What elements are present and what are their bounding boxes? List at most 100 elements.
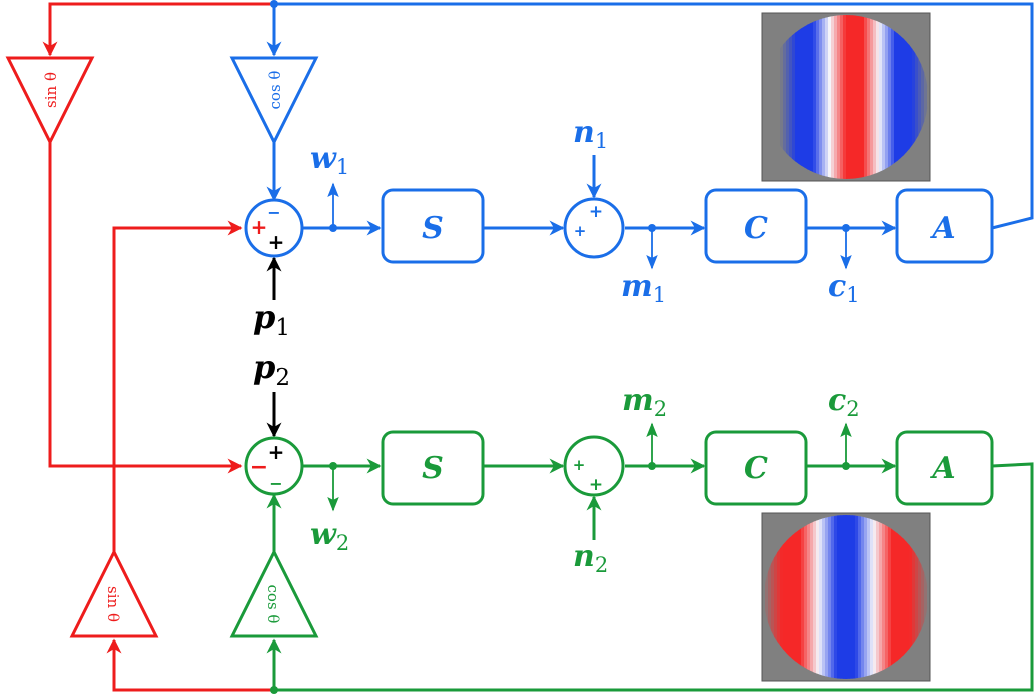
grating-stripe (810, 515, 814, 679)
grating-stripe (909, 515, 913, 679)
m2-base: m (622, 383, 654, 418)
grating-stripe (777, 515, 781, 679)
grating-stripe (764, 515, 766, 679)
signal-p2-label: p2 (253, 348, 290, 391)
grating-stripe (764, 15, 766, 179)
top-a-label: A (929, 211, 955, 246)
c2-sub: 2 (846, 397, 859, 421)
grating-stripe (897, 15, 901, 179)
grating-stripe (792, 515, 796, 679)
grating-stripe (900, 15, 904, 179)
grating-stripe (912, 15, 916, 179)
grating-stripe (816, 15, 820, 179)
signal-c1-label: c1 (828, 269, 860, 307)
bottom-c-block: C (704, 430, 808, 506)
signal-w1-label: w1 (310, 141, 349, 179)
grating-stripe (831, 515, 835, 679)
gain-label-sin-bottom: sin θ (104, 586, 122, 622)
grating-stripe (858, 515, 862, 679)
w1-sub: 1 (336, 155, 349, 179)
top-noise-plus2-sign: + (589, 202, 603, 222)
grating-stripe (888, 15, 892, 179)
grating-stripe (924, 15, 928, 179)
bottom-a-label: A (929, 451, 955, 486)
p2-base: p (253, 348, 275, 386)
n1-sub: 1 (595, 129, 608, 153)
grating-stripe (870, 15, 874, 179)
bottom-noise-plus1-sign: + (573, 456, 586, 474)
node-w1 (329, 224, 337, 232)
top-summing-junction: − + + (244, 198, 304, 258)
grating-stripe (873, 515, 877, 679)
gain-cos-bottom: cos θ (229, 548, 319, 638)
grating-stripe (855, 15, 859, 179)
grating-stripe (780, 515, 784, 679)
p1-sub: 1 (275, 315, 290, 341)
bottom-c-label: C (744, 451, 768, 486)
grating-stripe (861, 15, 865, 179)
top-s-block: S (381, 188, 485, 264)
bottom-noise-circle (563, 435, 625, 497)
grating-stripe (768, 15, 772, 179)
gain-triangle-sin-bottom (69, 548, 159, 638)
grating-stripe (831, 15, 835, 179)
bottom-noise-junction: + + (563, 435, 625, 497)
top-sum-circle (244, 198, 304, 258)
wire-bottom-feedback-to-sin (106, 638, 274, 692)
grating-stripe (897, 515, 901, 679)
blue-taps (327, 182, 852, 270)
grating-stripe (909, 15, 913, 179)
bottom-sum-minus-red-sign: − (250, 455, 268, 480)
grating-stripe (789, 15, 793, 179)
grating-stripe (801, 15, 805, 179)
grating-stripe (846, 515, 850, 679)
top-a-box (895, 188, 994, 264)
grating-stripe (843, 515, 847, 679)
node-c1 (842, 224, 850, 232)
node-m2 (648, 462, 656, 470)
grating-stripe (849, 515, 853, 679)
grating-stripe (777, 15, 781, 179)
grating-stripe (810, 15, 814, 179)
signal-m1-label: m1 (621, 269, 666, 307)
grating-stripe (792, 15, 796, 179)
grating-stripe (918, 515, 922, 679)
bottom-grating-image (761, 512, 931, 682)
grating-stripe (804, 515, 808, 679)
grating-stripe (927, 515, 928, 679)
top-s-label: S (422, 211, 444, 246)
grating-stripe (807, 15, 811, 179)
grating-stripe (813, 15, 817, 179)
grating-stripe (879, 15, 883, 179)
top-c-block: C (704, 188, 808, 264)
signal-w2-label: w2 (310, 517, 349, 555)
top-sum-minus-sign: − (267, 203, 280, 222)
grating-stripe (855, 515, 859, 679)
grating-stripe (915, 15, 919, 179)
bottom-c-box (704, 430, 808, 506)
grating-stripe (798, 515, 802, 679)
node-m1 (648, 224, 656, 232)
grating-stripe (768, 515, 772, 679)
grating-stripe (825, 515, 829, 679)
gain-triangle-cos-top (229, 56, 319, 146)
grating-stripe (918, 15, 922, 179)
red-wires (42, 2, 274, 692)
bottom-s-label: S (422, 451, 444, 486)
bottom-s-block: S (381, 430, 485, 506)
grating-stripe (891, 15, 895, 179)
top-noise-junction: + + (563, 197, 625, 259)
p2-sub: 2 (275, 365, 290, 391)
grating-stripe (894, 15, 898, 179)
grating-stripe (828, 515, 832, 679)
bottom-summing-junction: + − − (244, 436, 304, 496)
grating-stripe (807, 515, 811, 679)
grating-stripe (873, 15, 877, 179)
gain-cos-top: cos θ (229, 56, 319, 146)
grating-stripe (900, 515, 904, 679)
grating-stripe (765, 515, 769, 679)
top-noise-circle (563, 197, 625, 259)
bottom-a-block: A (895, 430, 994, 506)
grating-stripe (834, 515, 838, 679)
grating-stripe (843, 15, 847, 179)
